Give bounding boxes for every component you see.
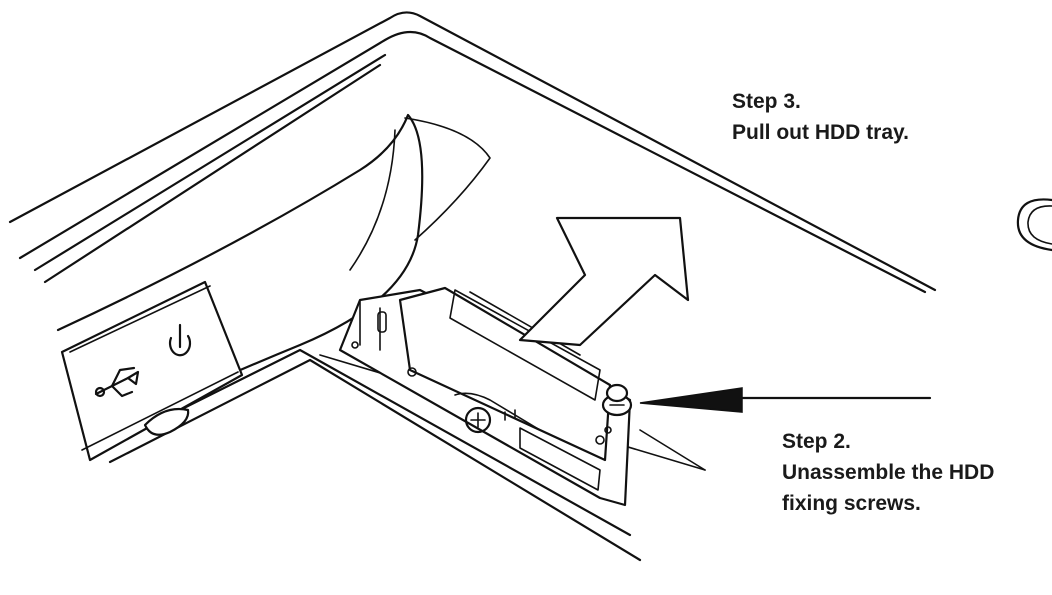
arrow-pointer-icon: [639, 387, 932, 413]
step-2-label: Step 2. Unassemble the HDD fixing screws…: [782, 426, 994, 519]
tray-screw-icon: [464, 406, 492, 434]
usb-icon: [94, 366, 140, 398]
step-2-title: Step 2.: [782, 430, 851, 453]
screw-icon: [601, 383, 633, 417]
step-3-label: Step 3. Pull out HDD tray.: [732, 86, 909, 148]
step-2-text-line-1: Unassemble the HDD: [782, 461, 995, 484]
arrow-pull-out-icon: [518, 216, 690, 347]
step-3-text: Pull out HDD tray.: [732, 121, 909, 144]
step-2-text-line-2: fixing screws.: [782, 492, 921, 515]
step-3-title: Step 3.: [732, 90, 801, 113]
device-shell: [8, 11, 1052, 562]
power-icon: [168, 323, 192, 357]
side-port-cover: [60, 280, 244, 462]
